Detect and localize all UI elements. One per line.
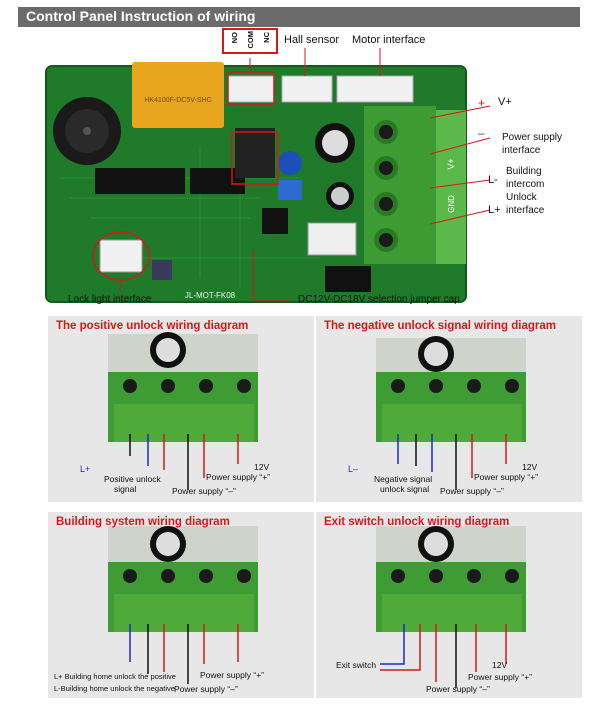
panel-3-title: Building system wiring diagram [56, 516, 230, 528]
hall-connector [281, 75, 333, 103]
pin-no: NO [230, 32, 239, 44]
panel-positive-unlock: The positive unlock wiring diagram L+ Po… [48, 316, 314, 502]
pcb-illustration: HK4100F-DC5V-SHC JL-MOT-FK08 [0, 28, 600, 308]
relay [132, 62, 224, 128]
panel-2-signal-line1: Negative signal [374, 474, 433, 484]
relay-pins-box: NO COM NC [222, 28, 278, 54]
panel-3-ps-minus: Power supply “–” [174, 684, 238, 694]
l-plus-label: L+ [488, 204, 501, 216]
intercom-line2: intercom [506, 179, 545, 190]
panel-negative-unlock: The negative unlock signal wiring diagra… [316, 316, 582, 502]
power-supply-label: Power supply [502, 132, 563, 143]
plus-sign: + [478, 96, 486, 110]
jumper-label: DC12V-DC18V selection jumper cap [298, 294, 460, 305]
panel-3-drawing [108, 526, 258, 684]
intercom-line1: Building [506, 166, 542, 177]
panel-3-ps-plus: Power supply “+” [200, 670, 265, 680]
panel-3-note1: L+ Building home unlock the positive [54, 672, 176, 681]
page-title: Control Panel Instruction of wiring [26, 8, 256, 24]
ic-chip-1 [95, 168, 185, 194]
panel-1-signal-line2: signal [114, 484, 137, 494]
diode-bridge [325, 266, 371, 292]
panel-4-drawing [376, 526, 526, 688]
trimmer [278, 151, 302, 175]
panel-4-ps-plus-a: 12V [492, 660, 508, 670]
panel-2-title: The negative unlock signal wiring diagra… [324, 320, 556, 332]
panel-4-ps-minus: Power supply “–” [426, 684, 490, 694]
panel-4-exit-switch: Exit switch [336, 660, 377, 670]
panel-2-ps-minus: Power supply “–” [440, 486, 504, 496]
motor-interface-label: Motor interface [352, 34, 426, 46]
l-minus-label: L- [488, 174, 498, 186]
panel-exit-switch: Exit switch unlock wiring diagram Exit s… [316, 512, 582, 698]
terminal-v-label: V+ [446, 158, 456, 169]
relay-connector [227, 75, 275, 103]
panel-2-side-label: L– [348, 464, 359, 474]
panel-1-ps-minus: Power supply “–” [172, 486, 236, 496]
relay-label: HK4100F-DC5V-SHC [144, 97, 211, 104]
mosfet [262, 208, 288, 234]
header-bar: Control Panel Instruction of wiring [18, 7, 580, 27]
panel-3-note2: L-Building home unlock the negative [54, 684, 175, 693]
minus-sign: – [478, 126, 485, 140]
panel-2-signal-line2: unlock signal [380, 484, 430, 494]
lock-light-connector [99, 239, 143, 273]
panel-4-ps-plus-b: Power supply “+” [468, 672, 533, 682]
panel-1-side-label: L+ [80, 464, 91, 474]
panel-2-drawing [376, 336, 526, 490]
panel-1-signal-line1: Positive unlock [104, 474, 161, 484]
panel-2-ps-plus-b: Power supply “+” [474, 472, 539, 482]
pcb-drawing: HK4100F-DC5V-SHC JL-MOT-FK08 [45, 48, 491, 303]
jumper-header [307, 222, 357, 256]
hall-sensor-label: Hall sensor [284, 34, 340, 46]
panel-2-ps-plus-a: 12V [522, 462, 538, 472]
intercom-line3: Unlock [506, 192, 537, 203]
pin-nc: NC [262, 32, 271, 43]
power-supply-interface-label: interface [502, 145, 541, 156]
panel-1-ps-plus-b: Power supply “+” [206, 472, 271, 482]
pin-com: COM [246, 31, 255, 49]
terminal-gnd-label: GND [447, 195, 456, 213]
intercom-line4: interface [506, 205, 545, 216]
panel-1-title: The positive unlock wiring diagram [56, 320, 249, 332]
panel-1-ps-plus-a: 12V [254, 462, 270, 472]
transistor [235, 128, 275, 178]
v-plus-label: V+ [498, 96, 512, 108]
motor-connector [336, 75, 414, 103]
board-id: JL-MOT-FK08 [185, 291, 236, 300]
panel-4-title: Exit switch unlock wiring diagram [324, 516, 510, 528]
panel-building-system: Building system wiring diagram L+ Buildi… [48, 512, 314, 698]
lock-light-label: Lock light interface [68, 294, 152, 305]
panel-1-drawing [108, 332, 258, 490]
